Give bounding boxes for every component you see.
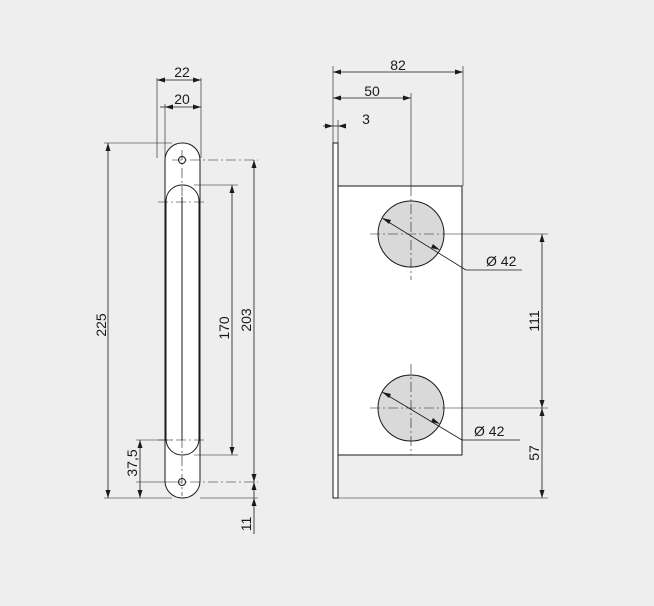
dim-170-text: 170 xyxy=(216,316,232,340)
dim-57-arrow-bottom xyxy=(539,490,545,498)
dim-dia-top-text: Ø 42 xyxy=(486,253,517,269)
dim-50-arrow-left xyxy=(333,95,341,101)
dim-dia-top-arrow xyxy=(382,218,391,224)
dim-dia-bottom-arrow2 xyxy=(431,418,440,424)
dim-111-arrow-top xyxy=(539,234,545,242)
dim-203-arrow-top xyxy=(251,160,257,168)
dim-22-text: 22 xyxy=(174,64,190,80)
dim-22-arrow-right xyxy=(193,77,201,83)
dim-37-text: 37,5 xyxy=(124,449,140,476)
dim-57-text: 57 xyxy=(526,445,542,461)
dim-11-arrow-top xyxy=(251,482,257,490)
dim-dia-top-leader xyxy=(381,217,467,271)
dim-225-arrow-bottom xyxy=(105,490,111,498)
dim-20-text: 20 xyxy=(174,91,190,107)
dim-170-arrow-top xyxy=(229,185,235,193)
dim-dia-bottom-arrow xyxy=(382,392,391,398)
dim-170-arrow-bottom xyxy=(229,447,235,455)
front-plate-outline xyxy=(332,142,463,499)
dim-dia-bottom-leader xyxy=(381,391,463,441)
dim-57-arrow-top xyxy=(539,408,545,416)
dim-225-text: 225 xyxy=(93,313,109,337)
dim-203-text: 203 xyxy=(238,308,254,332)
dim-203-arrow-bottom xyxy=(251,474,257,482)
dim-20-arrow-right xyxy=(193,104,201,110)
dim-11-arrow-bottom xyxy=(251,498,257,506)
dim-37-arrow-top xyxy=(137,440,143,448)
dim-22-arrow-left xyxy=(157,77,165,83)
dim-82-text: 82 xyxy=(390,57,406,73)
dim-82-arrow-left xyxy=(333,69,341,75)
dim-11-text: 11 xyxy=(238,517,254,532)
dim-3-arrow-left xyxy=(325,123,333,129)
side-view: 22 20 225 170 203 37,5 xyxy=(93,64,258,534)
dim-50-arrow-right xyxy=(403,95,411,101)
dim-37-arrow-bottom xyxy=(137,490,143,498)
dim-50-text: 50 xyxy=(364,83,380,99)
dim-dia-top-arrow2 xyxy=(431,244,440,250)
dim-111-text: 111 xyxy=(526,310,542,331)
dim-3-arrow-right xyxy=(338,123,346,129)
dim-20-arrow-left xyxy=(165,104,173,110)
dim-82-arrow-right xyxy=(455,69,463,75)
dim-225-arrow-top xyxy=(105,143,111,151)
dim-111-arrow-bottom xyxy=(539,400,545,408)
dim-dia-bottom-text: Ø 42 xyxy=(474,423,505,439)
front-view: 82 50 3 Ø 42 Ø 42 111 xyxy=(323,57,548,499)
dim-3-text: 3 xyxy=(362,111,370,127)
